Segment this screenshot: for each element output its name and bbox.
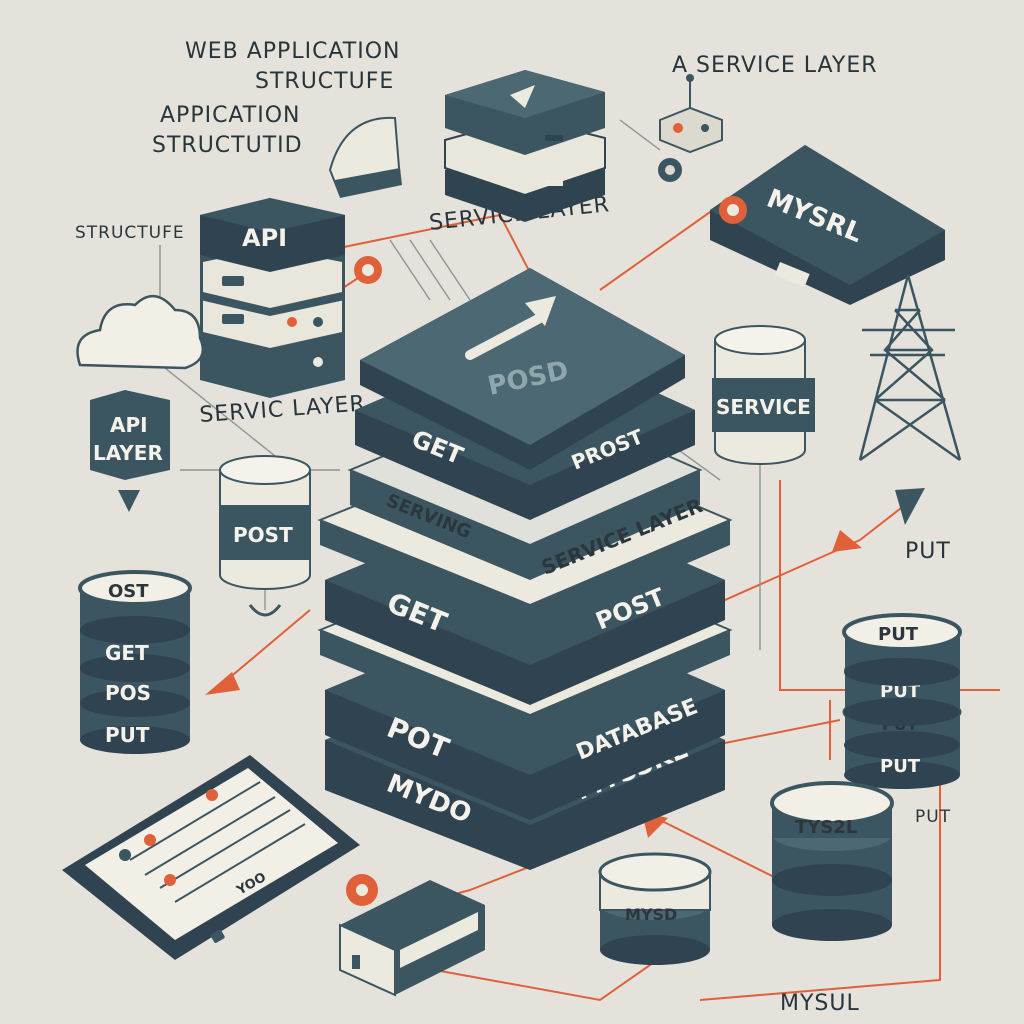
connector-line — [619, 119, 661, 151]
connector-line — [699, 690, 941, 1001]
right-db-disk-label: PUT — [880, 681, 921, 702]
stack-layer: POSD — [360, 268, 685, 470]
pin-icon — [118, 490, 140, 512]
connector-line — [859, 504, 906, 541]
antenna-device-icon — [658, 74, 723, 182]
sub-title-line2: STRUCTUTID — [152, 133, 303, 158]
left-db-disk-label: OST — [108, 581, 149, 602]
api-layer-badge: API LAYER — [90, 390, 170, 512]
bottom-mysul-label: MYSUL — [780, 991, 860, 1016]
arrow-head-icon — [525, 296, 556, 326]
mysrl-server: MYSRL — [710, 145, 945, 305]
api-layer-line2: LAYER — [93, 441, 163, 465]
database-disk: OST — [78, 570, 192, 644]
arrow-icon — [465, 313, 545, 360]
central-layer-stack: MYDO MYSSKL POT DATABASE GET POST — [317, 268, 733, 870]
connector-line — [599, 204, 721, 291]
right-db-disk-label: PUT — [878, 624, 919, 645]
arrow-head-icon — [832, 530, 862, 552]
top-server-stack — [444, 70, 606, 222]
tys-db-label: TYS2L — [795, 817, 857, 838]
left-database-stack: PUT POS GET OST — [78, 570, 192, 754]
cloud-icon — [76, 295, 205, 370]
api-stack: API — [200, 198, 345, 398]
put-label-lower: PUT — [915, 807, 951, 827]
arrow-head-icon — [895, 488, 925, 525]
database-disk: PUT — [842, 613, 962, 686]
arrow-head-icon — [205, 672, 240, 695]
post-cylinder-label: POST — [233, 523, 293, 547]
right-database-stack: PUT PUT PUT PUT — [842, 613, 962, 789]
tablet-device: YOO — [62, 755, 360, 960]
mysd-db-label: MYSD — [625, 905, 677, 924]
api-layer-line1: API — [110, 413, 148, 437]
sub-title-line1: APPICATION — [160, 103, 300, 128]
connector-line — [389, 239, 471, 301]
api-stack-label: API — [242, 224, 287, 252]
service-layer-left-label: SERVIC LAYER — [199, 391, 367, 428]
service-cylinder: SERVICE — [712, 325, 815, 465]
service-cylinder-label: SERVICE — [716, 395, 811, 419]
transmission-tower-icon — [858, 274, 962, 462]
main-title-line2: STRUCTUFE — [255, 69, 394, 94]
put-label-upper: PUT — [905, 539, 951, 564]
structure-label: STRUCTUFE — [75, 223, 185, 243]
post-cylinder: POST — [219, 455, 311, 617]
helmet-device-icon — [328, 116, 402, 198]
small-server — [339, 874, 485, 997]
left-db-disk-label: POS — [105, 681, 151, 705]
connector-line — [659, 819, 781, 881]
mysd-database-stack: MYSD — [598, 852, 712, 965]
tys-database-stack: TYS2L — [770, 781, 894, 941]
right-db-disk-label: PUT — [880, 756, 921, 777]
a-service-layer-label: A SERVICE LAYER — [672, 53, 878, 78]
left-db-disk-label: PUT — [105, 723, 150, 747]
left-db-disk-label: GET — [105, 641, 149, 665]
main-title-line1: WEB APPLICATION — [185, 39, 400, 64]
